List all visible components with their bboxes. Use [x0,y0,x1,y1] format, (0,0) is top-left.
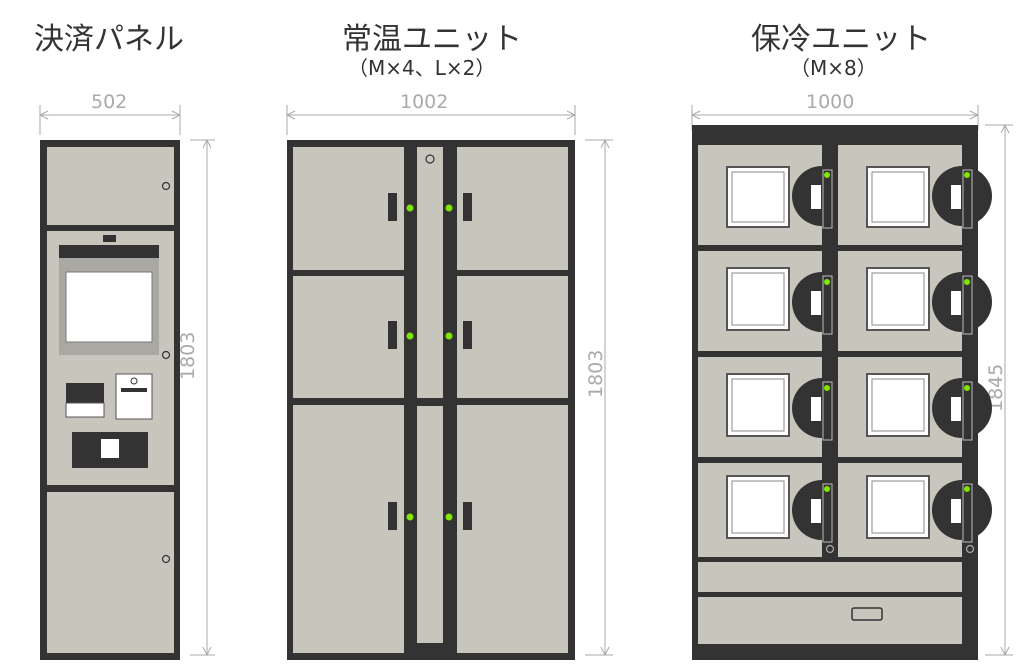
cold-width-label: 1000 [806,91,855,113]
cold-unit-title: 保冷ユニット [751,22,931,57]
cold-unit [692,125,992,660]
ambient-unit-subtitle: （M×4、L×2） [348,56,496,80]
payment-panel-title: 決済パネル [34,22,184,57]
cold-locker-row-2 [698,251,992,351]
ambient-unit [287,140,575,660]
cold-locker-row-3 [698,357,992,457]
cold-unit-subtitle: （M×8） [790,56,877,80]
dimension-lines [38,105,1013,657]
ambient-width-label: 1002 [400,91,449,113]
cold-locker-row-4 [698,463,992,557]
ambient-unit-title: 常温ユニット [342,22,522,57]
payment-width-label: 502 [91,91,128,113]
cold-locker-row-1 [698,145,992,245]
payment-panel [40,140,180,660]
